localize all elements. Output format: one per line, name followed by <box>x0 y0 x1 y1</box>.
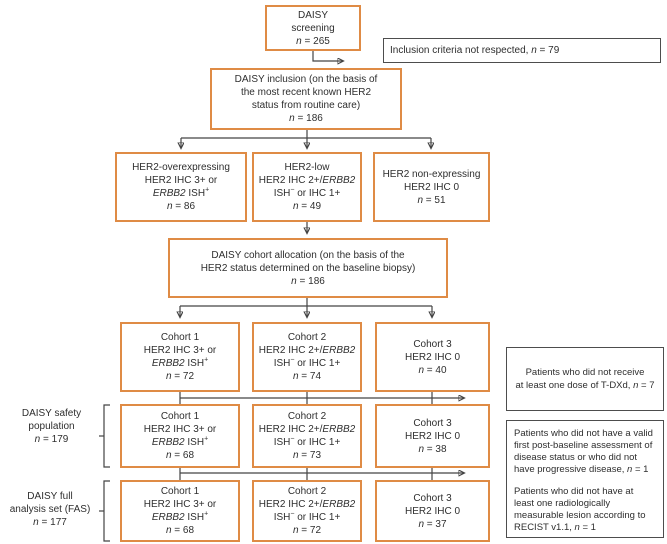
box-line: Cohort 1 <box>160 486 200 497</box>
flow-box-cohort3-allocated: Cohort 3 HER2 IHC 0 n = 40 <box>375 322 490 392</box>
box-line: HER2 status determined on the baseline b… <box>200 262 416 274</box>
bracket-fas <box>103 480 110 542</box>
flow-box-inclusion: DAISY inclusion (on the basis of the mos… <box>210 68 402 130</box>
label-line: population <box>28 421 75 432</box>
box-line: HER2 IHC 0 <box>404 351 460 363</box>
box-line: n = 38 <box>418 443 447 455</box>
box-line: ERBB2 ISH+ <box>152 186 210 199</box>
box-line: n = 186 <box>289 113 323 124</box>
box-line: DAISY <box>297 9 328 21</box>
box-line: DAISY inclusion (on the basis of <box>234 74 378 85</box>
box-line: ERBB2 ISH+ <box>151 435 209 448</box>
label-full-analysis-set: DAISY full analysis set (FAS) n = 177 <box>0 490 100 529</box>
box-line: n = 40 <box>418 364 447 376</box>
note-text: Inclusion criteria not respected, n = 79 <box>390 44 560 56</box>
box-line: n = 86 <box>166 201 196 212</box>
flow-box-her2-non-expressing: HER2 non-expressing HER2 IHC 0 n = 51 <box>373 152 490 222</box>
box-line: HER2 IHC 0 <box>404 505 460 517</box>
box-line: n = 73 <box>292 450 322 461</box>
note-line: Patients who did not receive <box>525 367 645 378</box>
box-line: HER2 IHC 3+ or <box>143 345 217 356</box>
box-line: Cohort 1 <box>160 332 200 343</box>
box-line: DAISY cohort allocation (on the basis of… <box>211 249 405 261</box>
box-line: n = 186 <box>291 275 325 287</box>
label-line: analysis set (FAS) <box>9 504 91 515</box>
flow-box-screening: DAISY screening n = 265 <box>265 5 361 51</box>
box-line: n = 51 <box>417 194 446 206</box>
box-line: n = 68 <box>165 450 195 461</box>
flow-box-cohort2-safety: Cohort 2 HER2 IHC 2+/ERBB2 ISH− or IHC 1… <box>252 404 362 468</box>
box-line: n = 74 <box>292 371 322 382</box>
box-line: ERBB2 ISH+ <box>151 510 209 523</box>
label-safety-population: DAISY safety population n = 179 <box>5 407 98 446</box>
bracket-safety-population <box>103 404 110 468</box>
flow-box-cohort2-fas: Cohort 2 HER2 IHC 2+/ERBB2 ISH− or IHC 1… <box>252 480 362 542</box>
flow-box-cohort2-allocated: Cohort 2 HER2 IHC 2+/ERBB2 ISH− or IHC 1… <box>252 322 362 392</box>
box-line: screening <box>291 22 335 34</box>
flow-box-cohort1-fas: Cohort 1 HER2 IHC 3+ or ERBB2 ISH+ n = 6… <box>120 480 240 542</box>
box-line: HER2 IHC 2+/ERBB2 <box>258 424 356 435</box>
label-line: DAISY full <box>27 491 73 502</box>
box-line: n = 72 <box>165 371 195 382</box>
note-no-dose: Patients who did not receive at least on… <box>506 347 664 411</box>
box-line: ISH− or IHC 1+ <box>273 186 341 199</box>
label-line: DAISY safety <box>21 408 82 419</box>
box-line: HER2 non-expressing <box>382 168 481 180</box>
label-line: n = 177 <box>33 517 67 528</box>
box-line: ISH− or IHC 1+ <box>273 356 341 369</box>
box-line: the most recent known HER2 <box>240 87 372 98</box>
box-line: status from routine care) <box>251 100 361 111</box>
note-inclusion-criteria: Inclusion criteria not respected, n = 79 <box>383 38 661 63</box>
box-line: HER2-overexpressing <box>132 162 230 173</box>
box-line: HER2 IHC 0 <box>404 430 460 442</box>
label-line: n = 179 <box>34 434 69 445</box>
note-paragraph: Patients who did not have at least one r… <box>514 486 646 533</box>
box-line: Cohort 2 <box>287 411 327 422</box>
flow-box-cohort3-safety: Cohort 3 HER2 IHC 0 n = 38 <box>375 404 490 468</box>
box-line: HER2 IHC 2+/ERBB2 <box>258 345 356 356</box>
flow-box-cohort1-safety: Cohort 1 HER2 IHC 3+ or ERBB2 ISH+ n = 6… <box>120 404 240 468</box>
flow-box-her2-low: HER2-low HER2 IHC 2+/ERBB2 ISH− or IHC 1… <box>252 152 362 222</box>
flow-box-cohort3-fas: Cohort 3 HER2 IHC 0 n = 37 <box>375 480 490 542</box>
box-line: Cohort 3 <box>413 417 452 429</box>
box-line: n = 68 <box>165 525 195 536</box>
box-line: Cohort 3 <box>413 492 452 504</box>
box-line: HER2 IHC 3+ or <box>143 499 217 510</box>
box-line: n = 37 <box>418 518 447 530</box>
box-line: ISH− or IHC 1+ <box>273 435 341 448</box>
box-line: Cohort 3 <box>413 338 452 350</box>
box-line: HER2 IHC 0 <box>403 181 459 193</box>
connector-screening-to-excluded <box>312 51 343 61</box>
note-paragraph: Patients who did not have a valid first … <box>514 428 653 475</box>
box-line: HER2 IHC 2+/ERBB2 <box>258 499 356 510</box>
box-line: HER2 IHC 2+/ERBB2 <box>258 175 356 186</box>
box-line: ERBB2 ISH+ <box>151 356 209 369</box>
box-line: HER2-low <box>284 162 330 173</box>
box-line: n = 265 <box>296 35 330 47</box>
box-line: Cohort 1 <box>160 411 200 422</box>
note-line: at least one dose of T-DXd, n = 7 <box>515 380 655 391</box>
flow-box-cohort-allocation: DAISY cohort allocation (on the basis of… <box>168 238 448 298</box>
note-exclusions: Patients who did not have a valid first … <box>506 420 664 538</box>
box-line: Cohort 2 <box>287 486 327 497</box>
box-line: ISH− or IHC 1+ <box>273 510 341 523</box>
box-line: Cohort 2 <box>287 332 327 343</box>
box-line: HER2 IHC 3+ or <box>143 424 217 435</box>
flow-box-her2-overexpressing: HER2-overexpressing HER2 IHC 3+ or ERBB2… <box>115 152 247 222</box>
box-line: n = 49 <box>292 201 322 212</box>
box-line: HER2 IHC 3+ or <box>144 175 218 186</box>
box-line: n = 72 <box>292 525 322 536</box>
flow-box-cohort1-allocated: Cohort 1 HER2 IHC 3+ or ERBB2 ISH+ n = 7… <box>120 322 240 392</box>
